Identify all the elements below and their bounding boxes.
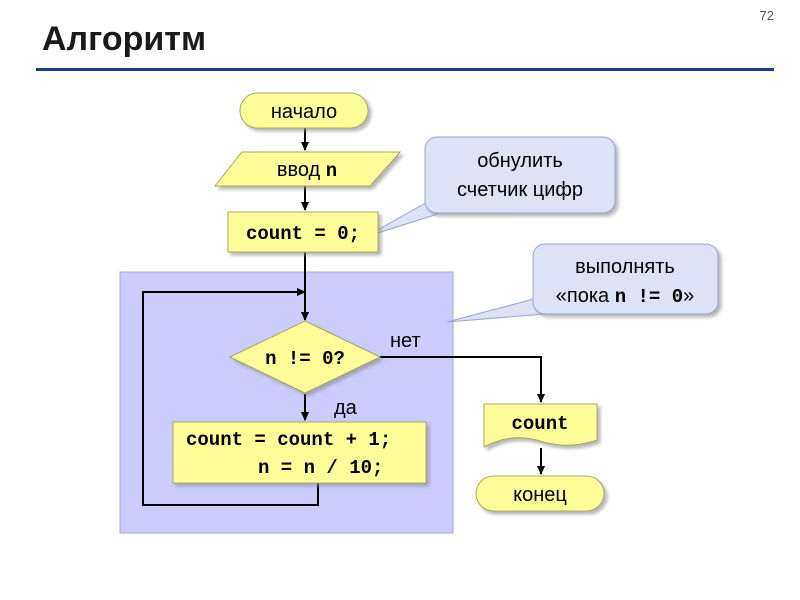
output-block: count	[483, 403, 598, 448]
callout-reset-line1: обнулить	[477, 150, 563, 172]
end-terminator: конец	[475, 475, 605, 512]
condition-diamond: n != 0?	[228, 320, 382, 394]
title-rule	[36, 68, 774, 71]
branch-no-label: нет	[390, 330, 421, 352]
start-terminator: начало	[239, 92, 369, 129]
end-label: конец	[513, 484, 567, 506]
body-line1: count = count + 1;	[186, 429, 391, 451]
branch-yes-label: да	[334, 397, 358, 419]
callout-loop-line1: выполнять	[575, 256, 675, 278]
init-block: count = 0;	[227, 211, 379, 253]
start-label: начало	[271, 101, 337, 123]
page-number: 72	[759, 8, 774, 23]
input-block: ввод n	[213, 151, 402, 187]
arrow-cond-exit	[380, 356, 545, 403]
output-label: count	[511, 413, 568, 435]
body-line2: n = n / 10;	[258, 457, 383, 479]
callout-loop: выполнять «пока n != 0»	[446, 243, 719, 323]
condition-label: n != 0?	[265, 348, 345, 370]
slide-title: Алгоритм	[42, 20, 207, 58]
arrow-loop-back	[142, 288, 319, 506]
init-label: count = 0;	[246, 223, 360, 245]
input-label: ввод n	[277, 159, 337, 182]
loop-body-block: count = count + 1; n = n / 10;	[172, 421, 427, 484]
callout-loop-line2: «пока n != 0»	[556, 285, 695, 308]
callout-reset: обнулить счетчик цифр	[364, 136, 616, 238]
callout-reset-line2: счетчик цифр	[457, 179, 583, 201]
loop-region	[119, 271, 454, 534]
